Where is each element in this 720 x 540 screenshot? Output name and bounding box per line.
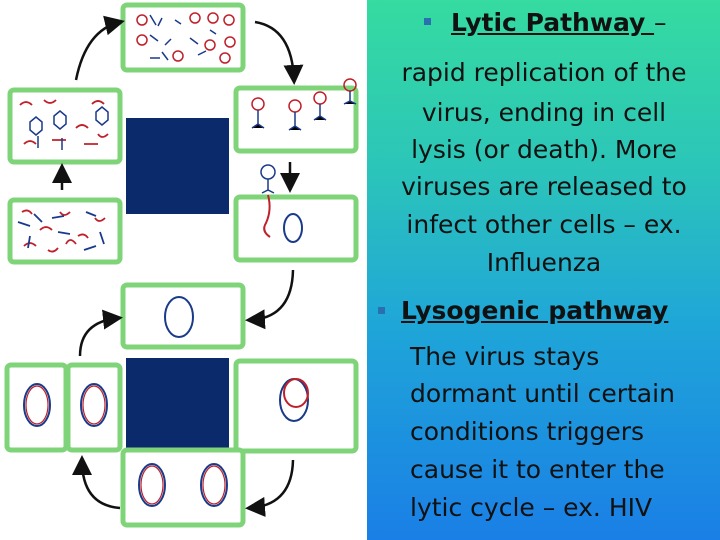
cell-assembled-viruses xyxy=(120,2,246,73)
cell-dna-injection xyxy=(233,164,359,263)
cycle-illustration xyxy=(4,2,359,528)
cell-prophage-integration xyxy=(233,358,359,454)
lysogenic-body-1: The virus stays xyxy=(410,342,600,371)
lysogenic-body-4: cause it to enter the xyxy=(410,455,665,484)
lysogenic-heading: Lysogenic pathway xyxy=(401,296,669,325)
lytic-body-1: rapid replication of the xyxy=(401,58,687,87)
lysogenic-body-3: conditions triggers xyxy=(410,417,645,446)
lytic-heading-line: Lytic Pathway – xyxy=(451,8,667,38)
lysogenic-body-2: dormant until certain xyxy=(410,379,675,408)
cell-assembly-parts xyxy=(7,87,123,165)
virus-cycle-diagram xyxy=(4,2,359,528)
cell-lysogenic-circle xyxy=(120,282,246,350)
cycle-arrows xyxy=(52,15,304,517)
lytic-body-5: infect other cells – ex. xyxy=(406,210,682,239)
lysogenic-heading-line: Lysogenic pathway xyxy=(401,296,668,326)
cell-replication xyxy=(7,197,123,265)
lytic-body-3: lysis (or death). More xyxy=(411,135,677,164)
lytic-dash: – xyxy=(654,8,667,37)
lytic-center-block xyxy=(126,118,229,214)
text-panel: Lytic Pathway – rapid replication of the… xyxy=(368,0,720,540)
lytic-body-6: Influenza xyxy=(486,248,602,277)
lysogenic-center-block xyxy=(126,358,229,453)
bullet-lysogenic xyxy=(378,307,385,314)
lytic-heading: Lytic Pathway xyxy=(451,8,655,37)
bullet-lytic xyxy=(424,18,431,25)
cell-pair-daughters xyxy=(4,362,123,453)
lysogenic-body-5: lytic cycle – ex. HIV xyxy=(410,493,653,522)
lytic-body-4: viruses are released to xyxy=(401,172,687,201)
cell-division xyxy=(120,447,246,528)
cell-phage-attachment xyxy=(233,78,359,154)
lytic-body-2: virus, ending in cell xyxy=(421,98,667,127)
